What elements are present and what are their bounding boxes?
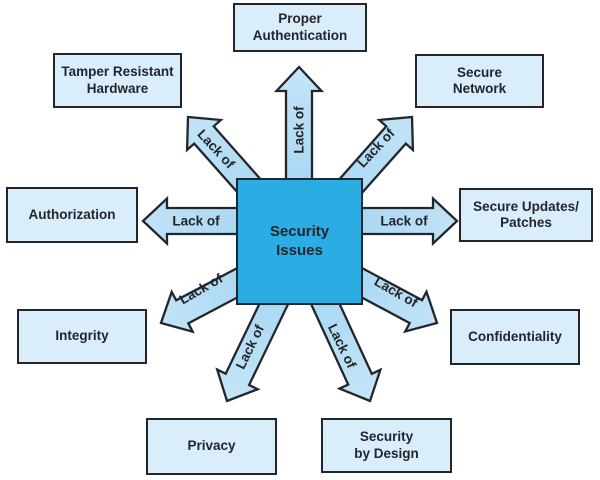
- arrow-label-proper-authentication: Lack of: [291, 106, 307, 154]
- arrow-label-authorization: Lack of: [172, 213, 220, 229]
- node-integrity: Integrity: [17, 309, 147, 364]
- node-authorization: Authorization: [6, 187, 138, 243]
- node-proper-authentication: Proper Authentication: [233, 3, 367, 52]
- node-privacy: Privacy: [146, 418, 277, 475]
- node-secure-network: Secure Network: [415, 54, 544, 108]
- node-security-by-design: Security by Design: [321, 418, 452, 473]
- node-secure-updates-patches: Secure Updates/ Patches: [459, 188, 593, 242]
- node-tamper-resistant-hardware: Tamper Resistant Hardware: [53, 53, 182, 108]
- node-confidentiality: Confidentiality: [450, 309, 580, 365]
- arrow-label-secure-updates-patches: Lack of: [380, 213, 428, 229]
- center-node-security-issues: Security Issues: [236, 178, 363, 305]
